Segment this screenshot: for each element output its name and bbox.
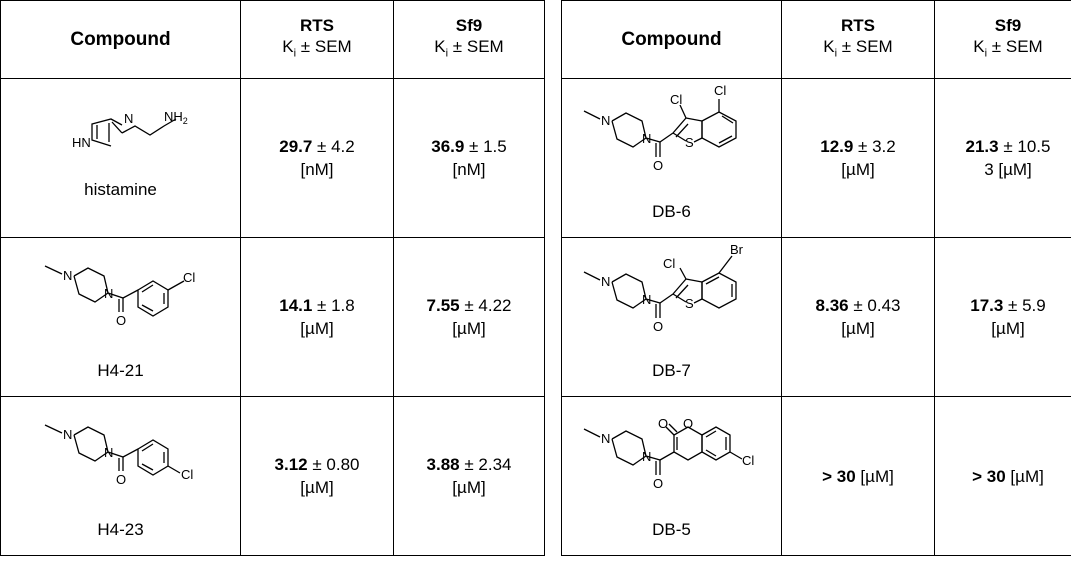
svg-text:Cl: Cl <box>670 92 682 107</box>
sf9-header: Sf9 Ki ± SEM <box>934 0 1071 79</box>
compound-cell: N N O O O Cl DB-5 <box>561 396 782 556</box>
svg-text:Cl: Cl <box>663 256 675 271</box>
svg-text:Br: Br <box>730 242 744 257</box>
svg-text:O: O <box>653 158 663 173</box>
h4-21-structure-icon: N N O Cl <box>44 265 195 328</box>
svg-text:N: N <box>642 449 651 464</box>
structure-db-7: N N O S Cl Br DB-7 <box>562 238 781 396</box>
svg-text:Cl: Cl <box>181 467 193 482</box>
svg-text:O: O <box>116 313 126 328</box>
svg-text:O: O <box>658 416 668 431</box>
header-row: Compound RTS Ki ± SEM Sf9 Ki ± SEM <box>561 0 1071 79</box>
rts-ki-cell: 8.36 ± 0.43[µM] <box>781 237 935 397</box>
table-row: N N O S Cl Cl DB-6 12.9 ± 3.2[µM] 21.3 ±… <box>561 78 1071 238</box>
sf9-ki-cell: 3.88 ± 2.34[µM] <box>393 396 545 556</box>
svg-text:N: N <box>104 286 113 301</box>
sf9-header-metric: Ki ± SEM <box>973 36 1043 60</box>
table-row: N N O S Cl Br DB-7 8.36 ± 0.43[µM] 17.3 … <box>561 237 1071 397</box>
svg-text:S: S <box>685 135 694 150</box>
db-7-structure-icon: N N O S Cl Br <box>583 242 744 334</box>
sf9-ki-cell: > 30 [µM] <box>934 396 1071 556</box>
rts-header: RTS Ki ± SEM <box>240 0 394 79</box>
rts-ki-cell: 29.7 ± 4.2[nM] <box>240 78 394 238</box>
header-row: Compound RTS Ki ± SEM Sf9 Ki ± SEM <box>0 0 545 79</box>
svg-text:N: N <box>124 111 133 126</box>
structure-histamine: N HN NH2 histamine <box>1 79 240 237</box>
table-row: N N O Cl H4-23 3.12 ± 0.80[µM] 3.88 ± 2.… <box>0 396 545 556</box>
svg-text:N: N <box>642 292 651 307</box>
table-row: N N O Cl H4-21 14.1 ± 1.8[µM] 7.55 ± 4.2… <box>0 237 545 397</box>
svg-text:O: O <box>683 416 693 431</box>
compound-name: histamine <box>84 180 157 199</box>
compound-name: DB-5 <box>652 520 691 539</box>
sf9-ki-cell: 17.3 ± 5.9[µM] <box>934 237 1071 397</box>
sf9-ki-cell: 36.9 ± 1.5[nM] <box>393 78 545 238</box>
compound-cell: N HN NH2 histamine <box>0 78 241 238</box>
svg-text:Cl: Cl <box>742 453 754 468</box>
structure-db-6: N N O S Cl Cl DB-6 <box>562 79 781 237</box>
svg-text:O: O <box>653 319 663 334</box>
svg-text:N: N <box>601 113 610 128</box>
rts-ki-cell: 12.9 ± 3.2[µM] <box>781 78 935 238</box>
table-row: N HN NH2 histamine 29.7 ± 4.2[nM] 36.9 ±… <box>0 78 545 238</box>
compound-cell: N N O Cl H4-23 <box>0 396 241 556</box>
svg-text:N: N <box>601 274 610 289</box>
svg-text:N: N <box>601 431 610 446</box>
histamine-structure-icon: N HN NH2 <box>72 109 188 150</box>
sf9-header: Sf9 Ki ± SEM <box>393 0 545 79</box>
svg-text:NH2: NH2 <box>164 109 188 126</box>
structure-db-5: N N O O O Cl DB-5 <box>562 397 781 555</box>
compound-cell: N N O S Cl Br DB-7 <box>561 237 782 397</box>
svg-text:O: O <box>116 472 126 487</box>
compound-name: H4-21 <box>97 361 144 380</box>
sf9-header-label: Sf9 <box>455 15 483 35</box>
rts-header-label: RTS <box>841 15 875 35</box>
compound-name: H4-23 <box>97 520 144 539</box>
rts-header-label: RTS <box>300 15 334 35</box>
h4-23-structure-icon: N N O Cl <box>44 424 193 487</box>
rts-ki-cell: > 30 [µM] <box>781 396 935 556</box>
svg-text:HN: HN <box>72 135 91 150</box>
svg-text:N: N <box>63 268 72 283</box>
structure-h4-21: N N O Cl H4-21 <box>1 238 240 396</box>
svg-text:N: N <box>104 445 113 460</box>
svg-text:Cl: Cl <box>714 83 726 98</box>
rts-header: RTS Ki ± SEM <box>781 0 935 79</box>
compound-cell: N N O S Cl Cl DB-6 <box>561 78 782 238</box>
sf9-header-label: Sf9 <box>994 15 1022 35</box>
compound-header: Compound <box>561 0 782 79</box>
table-row: N N O O O Cl DB-5 > 30 [µM] > 30 [µM] <box>561 396 1071 556</box>
structure-h4-23: N N O Cl H4-23 <box>1 397 240 555</box>
svg-text:S: S <box>685 296 694 311</box>
db-6-structure-icon: N N O S Cl Cl <box>583 83 737 173</box>
db-5-structure-icon: N N O O O Cl <box>583 416 754 491</box>
rts-header-metric: Ki ± SEM <box>823 36 893 60</box>
sf9-header-metric: Ki ± SEM <box>434 36 504 60</box>
compound-name: DB-7 <box>652 361 691 380</box>
compound-header: Compound <box>0 0 241 79</box>
sf9-ki-cell: 7.55 ± 4.22[µM] <box>393 237 545 397</box>
svg-text:N: N <box>642 131 651 146</box>
binding-table-left: Compound RTS Ki ± SEM Sf9 Ki ± SEM <box>0 0 545 556</box>
rts-header-metric: Ki ± SEM <box>282 36 352 60</box>
binding-table-right: Compound RTS Ki ± SEM Sf9 Ki ± SEM <box>561 0 1071 556</box>
compound-name: DB-6 <box>652 202 691 221</box>
rts-ki-cell: 14.1 ± 1.8[µM] <box>240 237 394 397</box>
svg-text:N: N <box>63 427 72 442</box>
rts-ki-cell: 3.12 ± 0.80[µM] <box>240 396 394 556</box>
svg-text:O: O <box>653 476 663 491</box>
svg-text:Cl: Cl <box>183 270 195 285</box>
compound-cell: N N O Cl H4-21 <box>0 237 241 397</box>
